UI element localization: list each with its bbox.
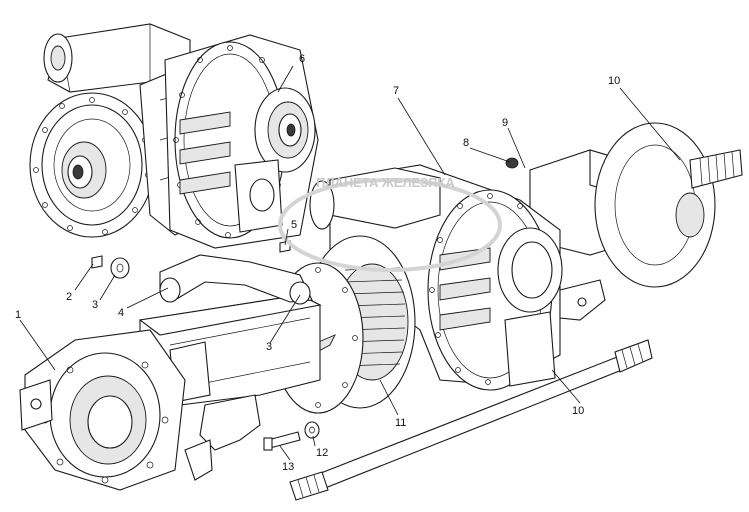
callout-2: 2	[66, 291, 72, 303]
callouts: 6 10 7 8 9 5 2 3 4 1 3 11 10 12 13	[15, 53, 620, 473]
callout-10-top: 10	[608, 75, 620, 87]
lower-left-axle-housing	[19, 294, 322, 491]
callout-3-upper: 3	[92, 299, 98, 311]
watermark: ПЛАНЕТА ЖЕЛЕЗЯКА	[278, 175, 502, 272]
callout-6: 6	[299, 53, 305, 65]
callout-13: 13	[282, 461, 294, 473]
callout-5: 5	[291, 219, 297, 231]
watermark-text: ПЛАНЕТА ЖЕЛЕЗЯКА	[316, 175, 455, 190]
callout-8: 8	[463, 137, 469, 149]
callout-10-bottom: 10	[572, 405, 584, 417]
callout-12: 12	[316, 447, 328, 459]
upper-left-axle-assembly	[29, 23, 319, 249]
callout-1: 1	[15, 309, 21, 321]
right-reducer-assembly	[309, 122, 743, 391]
callout-4: 4	[118, 307, 124, 319]
callout-9: 9	[502, 117, 508, 129]
long-axle-shaft	[289, 339, 653, 501]
leader-lines	[19, 65, 681, 461]
callout-3-lower: 3	[266, 341, 272, 353]
callout-11: 11	[395, 417, 406, 429]
yoke-bracket	[159, 254, 313, 305]
callout-7: 7	[393, 85, 399, 97]
fasteners	[91, 157, 519, 451]
